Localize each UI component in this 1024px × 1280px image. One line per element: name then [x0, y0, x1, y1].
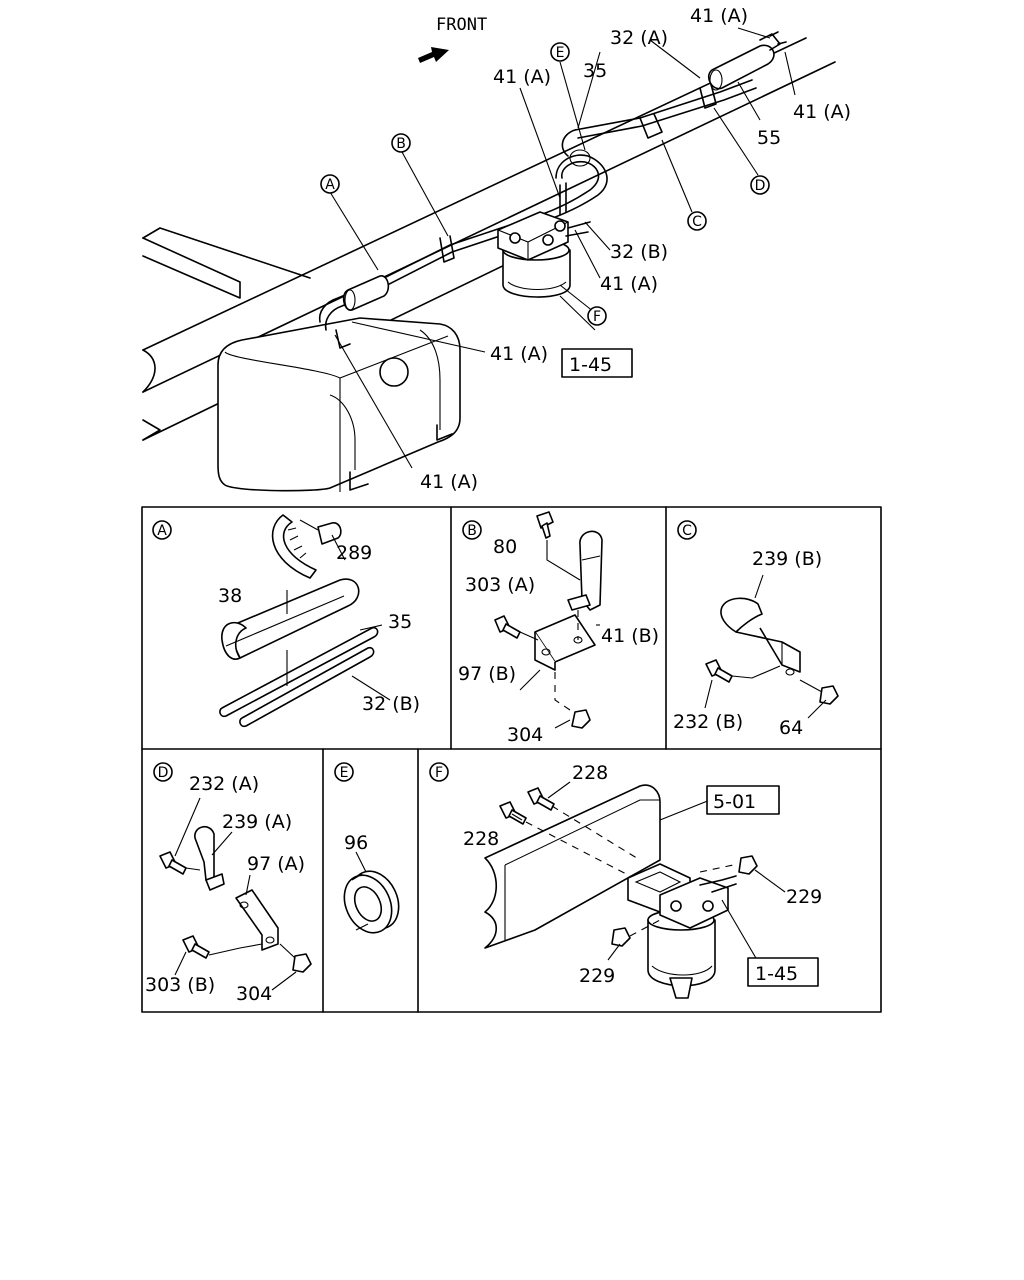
- pipe-protector: [342, 275, 390, 311]
- ref-box-1-45-f: [747, 957, 819, 987]
- clamps: [335, 83, 717, 349]
- detail-e-marker: [334, 762, 354, 782]
- callout-41a-right: 41 (A): [793, 101, 851, 123]
- detail-f-228-left: 228: [463, 828, 499, 850]
- detail-b-41b: 41 (B): [601, 625, 659, 647]
- detail-a-38: 38: [218, 585, 242, 607]
- detail-b-marker-letter: B: [467, 523, 477, 539]
- detail-c: C 239 (B) 232 (B) 64: [673, 520, 839, 739]
- detail-c-marker-letter: C: [682, 523, 692, 539]
- detail-d-marker: [153, 762, 173, 782]
- detail-f-229-right: 229: [786, 886, 822, 908]
- frame-rail-f: [484, 784, 661, 949]
- bolt-80: [536, 511, 554, 529]
- clip-41b: [579, 530, 603, 611]
- detail-c-239b: 239 (B): [752, 548, 822, 570]
- detail-a-35: 35: [388, 611, 412, 633]
- callout-41a-left: 41 (A): [490, 343, 548, 365]
- detail-grid: [141, 506, 882, 1013]
- ref-box-1-45: [561, 348, 633, 378]
- detail-f-marker-letter: F: [435, 765, 443, 781]
- detail-b-304: 304: [507, 724, 543, 746]
- marker-c: [687, 211, 707, 231]
- detail-a-marker-letter: A: [157, 523, 167, 539]
- pipe-35: [219, 626, 379, 718]
- detail-e-marker-letter: E: [340, 765, 349, 781]
- pipe-32b: [239, 646, 375, 728]
- grommet-96: [343, 870, 400, 934]
- nut-229-bottom: [611, 927, 631, 947]
- detail-f-229-bottom: 229: [579, 965, 615, 987]
- detail-d-232a: 232 (A): [189, 773, 259, 795]
- detail-f-marker: [429, 762, 449, 782]
- callout-41a-bottom: 41 (A): [420, 471, 478, 493]
- detail-b: B 80 303 (A) 41 (B) 97 (B) 304: [458, 511, 659, 746]
- ref-box-5-01: [706, 785, 780, 815]
- nut-304-b: [571, 709, 591, 729]
- marker-a-letter: A: [325, 177, 335, 193]
- detail-d-303b: 303 (B): [145, 974, 215, 996]
- protector-38: [225, 578, 360, 659]
- fuel-filter: [497, 211, 591, 298]
- leader-lines: [329, 27, 796, 469]
- callout-41a-mid: 41 (A): [493, 66, 551, 88]
- detail-f: F: [429, 762, 822, 999]
- ref-1-45-f-label: 1-45: [755, 963, 798, 985]
- main-assembly-view: FRONT: [142, 5, 851, 493]
- marker-e: [550, 42, 570, 62]
- callout-41a-filter: 41 (A): [600, 273, 658, 295]
- detail-b-80: 80: [493, 536, 517, 558]
- marker-f: [587, 306, 607, 326]
- marker-b: [391, 133, 411, 153]
- detail-e: E 96: [334, 762, 400, 934]
- callout-41a-top: 41 (A): [690, 5, 748, 27]
- fuel-pipes: [318, 79, 757, 331]
- detail-a-marker: [152, 520, 172, 540]
- callout-32a: 32 (A): [610, 27, 668, 49]
- marker-e-letter: E: [556, 45, 565, 61]
- detail-b-marker: [462, 520, 482, 540]
- nut-304-d: [292, 953, 312, 973]
- front-arrow-icon: [418, 47, 449, 63]
- marker-d-letter: D: [755, 178, 766, 194]
- clip-239b: [720, 597, 763, 633]
- bracket-97a: [235, 889, 279, 951]
- detail-b-97b: 97 (B): [458, 663, 516, 685]
- fuel-tank: [217, 317, 461, 492]
- clip-239a: [194, 826, 215, 881]
- detail-f-228-top: 228: [572, 762, 608, 784]
- marker-b-letter: B: [396, 136, 406, 152]
- detail-c-64: 64: [779, 717, 803, 739]
- marker-a: [320, 174, 340, 194]
- detail-d-marker-letter: D: [158, 765, 169, 781]
- callout-32b: 32 (B): [610, 241, 668, 263]
- ref-1-45-label: 1-45: [569, 354, 612, 376]
- callout-35: 35: [583, 60, 607, 82]
- band-clip-289: [271, 514, 317, 579]
- detail-a-32b: 32 (B): [362, 693, 420, 715]
- marker-f-letter: F: [593, 309, 601, 325]
- detail-c-marker: [677, 520, 697, 540]
- nut-229-right: [738, 855, 758, 875]
- detail-d-97a: 97 (A): [247, 853, 305, 875]
- front-label: FRONT: [436, 15, 487, 35]
- detail-d: D 232 (A) 239 (A) 97 (A) 303 (B) 304: [145, 762, 312, 1005]
- detail-c-232b: 232 (B): [673, 711, 743, 733]
- callout-55: 55: [757, 127, 781, 149]
- detail-d-304: 304: [236, 983, 272, 1005]
- detail-b-303a: 303 (A): [465, 574, 535, 596]
- detail-d-239a: 239 (A): [222, 811, 292, 833]
- fuel-filter-f: [647, 875, 737, 999]
- detail-a: A 289 38 35 32 (B): [152, 514, 420, 728]
- detail-e-96: 96: [344, 832, 368, 854]
- nut-64: [819, 685, 839, 705]
- ref-5-01-label: 5-01: [713, 791, 756, 813]
- detail-a-289: 289: [336, 542, 372, 564]
- marker-c-letter: C: [692, 214, 702, 230]
- marker-d: [750, 175, 770, 195]
